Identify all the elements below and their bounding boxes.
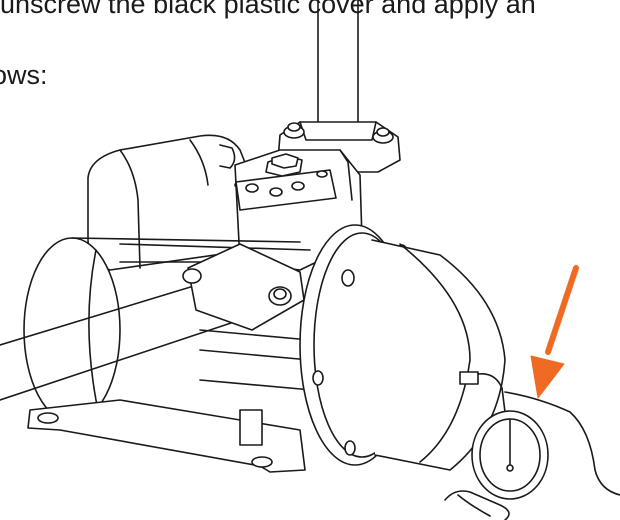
instruction-text-line-1: unscrew the black plastic cover and appl…	[0, 0, 536, 19]
instruction-text-line-2: ows:	[0, 60, 48, 90]
discharge-pipe	[317, 0, 359, 127]
dial-gauge	[459, 371, 549, 500]
indicator-arrow	[530, 265, 579, 399]
hand	[444, 391, 620, 520]
base-plate	[27, 399, 306, 473]
suction-pipe	[0, 243, 305, 401]
